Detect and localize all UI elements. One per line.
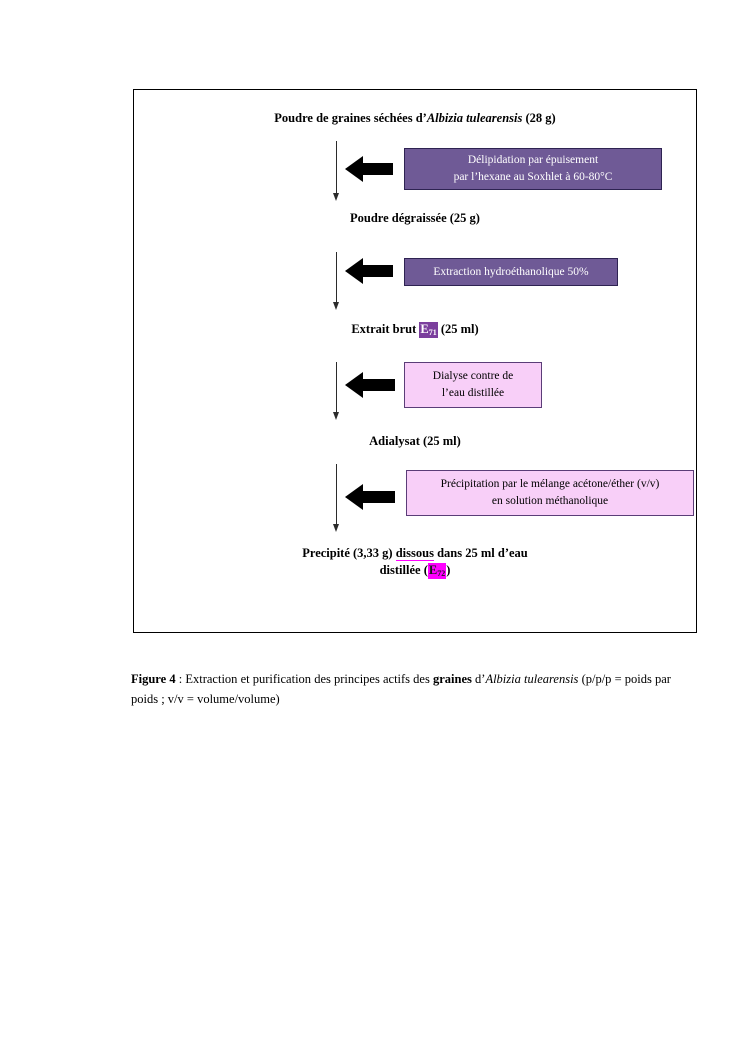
- flow-node-precipitate: Precipité (3,33 g) dissous dans 25 ml d’…: [180, 545, 650, 579]
- treatment-box-precipitation: Précipitation par le mélange acétone/éth…: [406, 470, 694, 516]
- flow-node-crude-extract-prefix: Extrait brut: [351, 322, 420, 336]
- connector-arrowhead-1: [332, 193, 339, 201]
- treatment-hydroethanolic-line1: Extraction hydroéthanolique 50%: [433, 265, 589, 278]
- flow-node-precipitate-line2-after: ): [446, 563, 451, 577]
- treatment-dialysis-line2: l’eau distillée: [441, 387, 505, 399]
- extract-code-chip-e72: E72: [427, 563, 447, 579]
- process-arrow-3-shaft: [360, 379, 395, 391]
- connector-arrowhead-2: [332, 302, 339, 310]
- treatment-delipidation-line1: Délipidation par épuisement: [467, 154, 599, 166]
- treatment-delipidation-line2: par l’hexane au Soxhlet à 60-80°C: [453, 171, 613, 183]
- flow-node-start-species: Albizia tulearensis: [426, 111, 523, 125]
- flow-node-precipitate-underlined-word: dissous: [395, 546, 434, 561]
- figure-caption: Figure 4 : Extraction et purification de…: [131, 669, 671, 709]
- process-arrow-2: [345, 258, 393, 284]
- process-arrow-3-head: [345, 372, 363, 398]
- extract-code-base-e72: E: [428, 563, 438, 577]
- caption-text-c: (p/p/p = poids par poids ; v/v = volume/…: [131, 672, 671, 706]
- caption-species: Albizia tulearensis: [485, 672, 582, 686]
- extract-code-base-e71: E: [420, 322, 429, 336]
- flow-node-crude-extract: Extrait brut E71 (25 ml): [133, 321, 697, 338]
- connector-arrowhead-3: [332, 412, 339, 420]
- extract-code-chip-e71: E71: [419, 322, 438, 338]
- process-arrow-3: [345, 372, 395, 398]
- caption-text-a: Extraction et purification des principes…: [185, 672, 433, 686]
- connector-line-2: [336, 252, 337, 304]
- flow-node-degreased-label: Poudre dégraissée (25 g): [350, 211, 480, 225]
- process-arrow-1-head: [345, 156, 363, 182]
- treatment-box-hydroethanolic-extraction: Extraction hydroéthanolique 50%: [404, 258, 618, 286]
- extract-code-sub-e72: 72: [437, 569, 446, 578]
- flow-node-crude-extract-suffix: (25 ml): [437, 322, 479, 336]
- flow-node-start: Poudre de graines séchées d’Albizia tule…: [133, 110, 697, 127]
- connector-arrowhead-4: [332, 524, 339, 532]
- process-arrow-4: [345, 484, 395, 510]
- flow-node-precipitate-line2-before: distillée (: [379, 563, 428, 577]
- extract-code-sub-e71: 71: [428, 328, 437, 337]
- flow-node-start-text-after: (28 g): [522, 111, 556, 125]
- process-arrow-1-shaft: [360, 163, 393, 175]
- treatment-dialysis-line1: Dialyse contre de: [432, 370, 514, 382]
- connector-line-1: [336, 141, 337, 195]
- flow-node-precipitate-line1-b: dans 25 ml d’eau: [433, 546, 528, 560]
- connector-line-4: [336, 464, 337, 526]
- process-arrow-4-head: [345, 484, 363, 510]
- process-arrow-4-shaft: [360, 491, 395, 503]
- caption-text-b: d’: [471, 672, 486, 686]
- caption-separator: :: [175, 672, 186, 686]
- flow-node-precipitate-line1-a: Precipité (3,33 g): [302, 546, 396, 560]
- treatment-precipitation-line2: en solution méthanolique: [491, 495, 609, 507]
- connector-line-3: [336, 362, 337, 414]
- flow-node-degreased: Poudre dégraissée (25 g): [133, 210, 697, 227]
- caption-bold-word: graines: [433, 672, 472, 686]
- treatment-box-delipidation: Délipidation par épuisement par l’hexane…: [404, 148, 662, 190]
- flow-node-adialysate: Adialysat (25 ml): [133, 433, 697, 450]
- treatment-box-dialysis: Dialyse contre de l’eau distillée: [404, 362, 542, 408]
- flow-node-adialysate-label: Adialysat (25 ml): [369, 434, 461, 448]
- treatment-precipitation-line1: Précipitation par le mélange acétone/éth…: [440, 478, 660, 490]
- process-arrow-1: [345, 156, 393, 182]
- flow-node-start-text-before: Poudre de graines séchées d’: [274, 111, 427, 125]
- caption-label: Figure 4: [131, 672, 176, 686]
- process-arrow-2-shaft: [360, 265, 393, 277]
- process-arrow-2-head: [345, 258, 363, 284]
